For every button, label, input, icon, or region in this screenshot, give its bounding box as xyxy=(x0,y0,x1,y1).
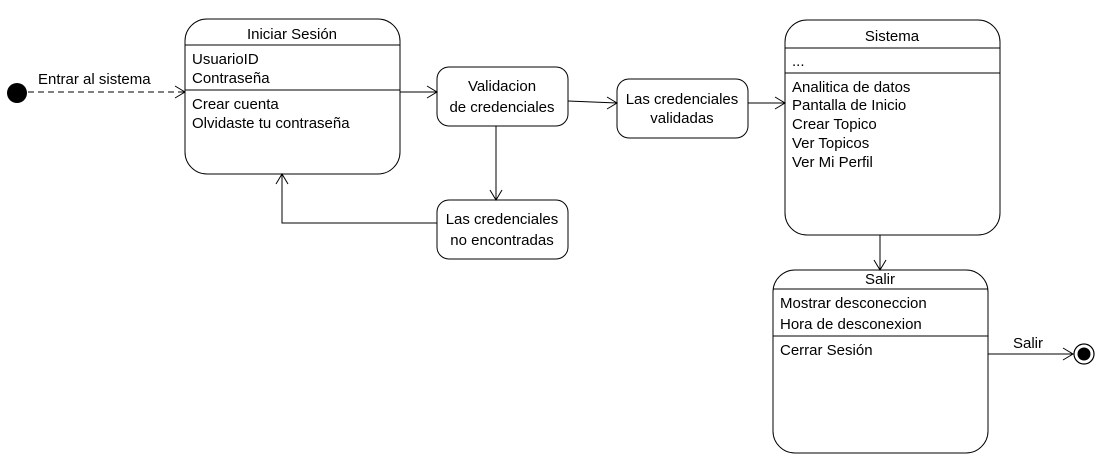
state-validacion-credenciales: Validacion de credenciales xyxy=(436,66,569,127)
state-operation: Crear Topico xyxy=(792,116,877,133)
transition-no-encontradas-to-iniciar xyxy=(281,174,437,224)
state-iniciar-sesion: Iniciar Sesión UsuarioID Contraseña Crea… xyxy=(184,18,401,175)
final-state xyxy=(1073,343,1095,365)
state-attribute: Hora de desconexion xyxy=(780,316,922,333)
state-label-line: Validacion xyxy=(468,78,536,95)
transition-validacion-to-validadas xyxy=(567,100,618,104)
state-attribute: ... xyxy=(792,53,805,70)
transition-arrowhead xyxy=(774,96,786,110)
state-label-line: no encontradas xyxy=(450,232,553,249)
state-title: Sistema xyxy=(865,28,920,45)
state-credenciales-validadas: Las credenciales validadas xyxy=(616,78,749,139)
state-sistema: Sistema ... Analitica de datos Pantalla … xyxy=(784,19,1001,236)
state-salir: Salir Mostrar desconeccion Hora de desco… xyxy=(772,269,989,454)
final-transition-arrowhead xyxy=(1062,347,1074,361)
state-attribute: Contraseña xyxy=(192,70,270,87)
transition-arrowhead xyxy=(489,189,503,201)
state-credenciales-no-encontradas: Las credenciales no encontradas xyxy=(436,199,569,260)
state-label-line: Las credenciales xyxy=(626,91,739,108)
state-operation: Pantalla de Inicio xyxy=(792,97,906,114)
state-operation: Ver Mi Perfil xyxy=(792,154,873,171)
transition-arrowhead xyxy=(426,85,438,99)
state-operation: Olvidaste tu contraseña xyxy=(192,115,350,132)
initial-state xyxy=(7,83,27,103)
state-operation: Analitica de datos xyxy=(792,79,910,96)
state-operation: Ver Topicos xyxy=(792,135,869,152)
transition-arrowhead xyxy=(275,173,289,185)
state-attribute: Mostrar desconeccion xyxy=(780,295,927,312)
state-title: Salir xyxy=(865,271,895,288)
state-operation: Cerrar Sesión xyxy=(780,342,873,359)
final-transition-label: Salir xyxy=(1013,335,1043,352)
initial-transition-label: Entrar al sistema xyxy=(38,71,151,88)
transition-arrowhead xyxy=(606,96,618,110)
transition-arrowhead xyxy=(873,259,887,271)
state-label-line: de credenciales xyxy=(449,99,554,116)
state-attribute: UsuarioID xyxy=(192,51,259,68)
state-title: Iniciar Sesión xyxy=(247,26,337,43)
state-operation: Crear cuenta xyxy=(192,96,279,113)
state-label-line: Las credenciales xyxy=(446,211,559,228)
state-label-line: validadas xyxy=(650,110,713,127)
